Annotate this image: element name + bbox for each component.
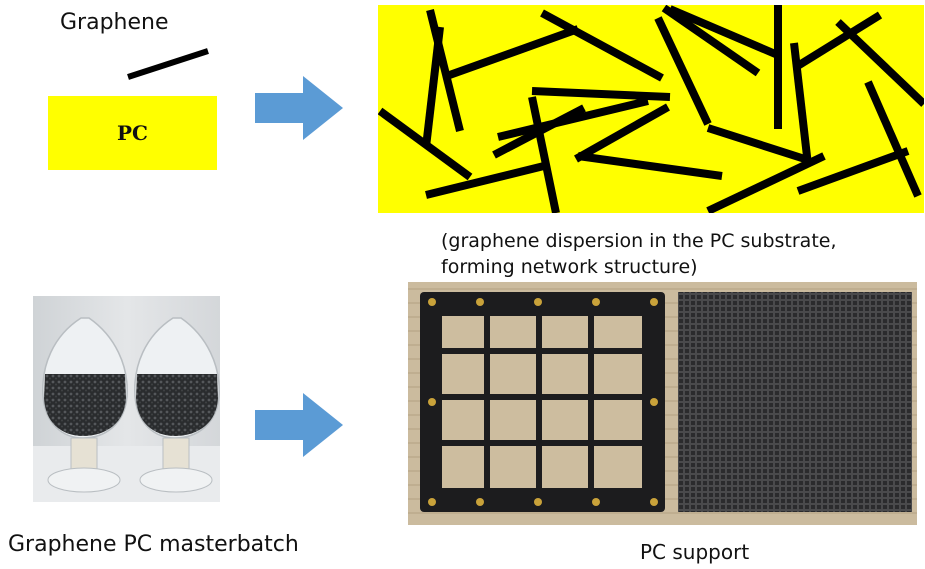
- masterbatch-photo: [33, 296, 220, 502]
- right-arrow-icon: [255, 393, 343, 457]
- pc-support-photo: [408, 282, 917, 525]
- pc-support-caption: PC support: [640, 540, 750, 564]
- masterbatch-caption: Graphene PC masterbatch: [8, 532, 299, 557]
- graphene-network-diagram: [378, 5, 924, 213]
- pc-label: PC: [117, 121, 148, 145]
- network-caption-line-2: forming network structure): [441, 256, 698, 278]
- graphene-flakes: [378, 5, 924, 213]
- pc-frame: [420, 292, 665, 512]
- right-arrow-icon: [255, 76, 343, 140]
- pc-mesh: [678, 292, 912, 512]
- pc-block: PC: [48, 96, 217, 170]
- network-caption-line-1: (graphene dispersion in the PC substrate…: [441, 230, 837, 252]
- graphene-label: Graphene: [60, 10, 169, 35]
- graphene-flake: [127, 48, 209, 80]
- network-caption: (graphene dispersion in the PC substrate…: [441, 228, 837, 280]
